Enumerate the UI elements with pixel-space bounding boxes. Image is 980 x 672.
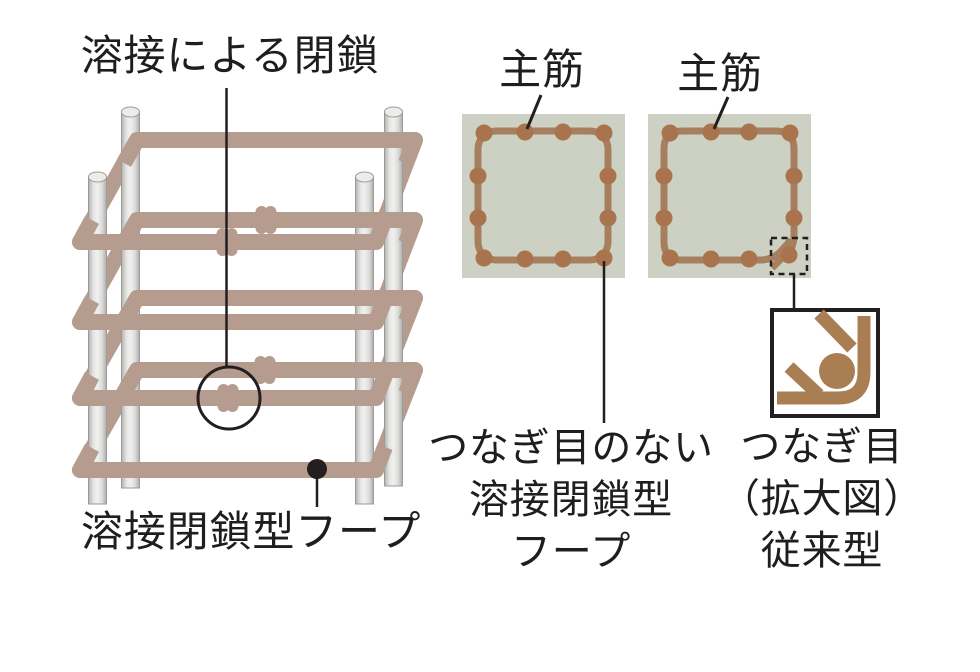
hoops-front-layer bbox=[72, 132, 423, 478]
caption-line: フープ bbox=[511, 529, 631, 574]
rebar-front-left bbox=[88, 171, 107, 505]
caption-line: 溶接閉鎖型 bbox=[469, 477, 673, 522]
main-rebar-dots bbox=[469, 123, 617, 268]
main-rebar-label-left: 主筋 bbox=[499, 48, 585, 94]
main-rebar-label-right: 主筋 bbox=[677, 52, 763, 98]
conventional-hook-detail bbox=[777, 309, 871, 405]
caption-line: 従来型 bbox=[760, 528, 884, 573]
welded-hoop-outline bbox=[474, 127, 612, 264]
cage-label-welded-hoop: 溶接閉鎖型フープ bbox=[81, 510, 422, 556]
weld-bump bbox=[254, 356, 276, 384]
weld-bump bbox=[217, 384, 239, 412]
caption-line: つなぎ目 bbox=[740, 424, 904, 469]
rebar-front-right bbox=[355, 171, 374, 505]
caption-line: （拡大図） bbox=[720, 476, 924, 521]
hook-tail-top bbox=[814, 309, 857, 353]
main-rebar-enlarged bbox=[819, 353, 855, 389]
hook-bottom-edge bbox=[761, 237, 794, 264]
weld-circle-annotation bbox=[196, 365, 262, 431]
main-rebar-dots bbox=[655, 123, 803, 268]
hook-bend bbox=[777, 316, 871, 405]
caption-joint-enlarged-conventional: つなぎ目 （拡大図） 従来型 bbox=[662, 421, 980, 577]
cross-section-conventional bbox=[648, 96, 811, 310]
weld-bump bbox=[255, 206, 277, 234]
cross-section-welded bbox=[462, 94, 625, 423]
main-rebar-leader-line bbox=[525, 94, 543, 130]
caption-line: つなぎ目のない bbox=[428, 425, 714, 470]
hook-tail-left bbox=[784, 362, 824, 400]
title-welded-closure: 溶接による閉鎖 bbox=[80, 34, 380, 80]
concrete-section bbox=[462, 114, 625, 278]
rebar-cage-illustration bbox=[72, 88, 423, 507]
joint-dashed-box bbox=[769, 236, 809, 276]
caption-welded-hoop-no-joint: つなぎ目のない 溶接閉鎖型 フープ bbox=[411, 422, 731, 578]
joint-enlarged-view bbox=[770, 308, 880, 418]
main-rebar-leader-line bbox=[712, 96, 730, 130]
